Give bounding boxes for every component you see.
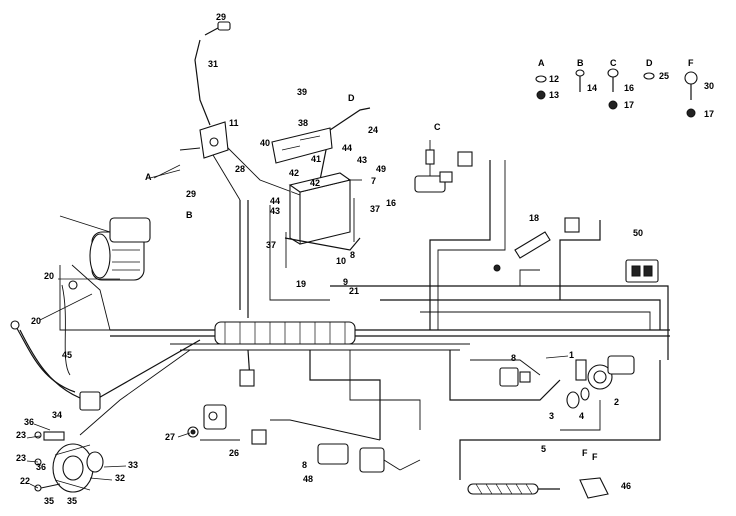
letter-f-diagram-1: F <box>582 448 588 458</box>
fuse-holder-18 <box>493 231 551 272</box>
callout-29-top: 29 <box>216 12 226 22</box>
callout-36-a: 36 <box>24 417 34 427</box>
callout-14: 14 <box>587 83 597 93</box>
callout-7: 7 <box>371 176 376 186</box>
callout-30: 30 <box>704 81 714 91</box>
callout-24: 24 <box>368 125 378 135</box>
letter-b-legend: B <box>577 58 584 68</box>
callout-8-c: 8 <box>302 460 307 470</box>
callout-2: 2 <box>614 397 619 407</box>
switch-26 <box>203 404 227 430</box>
spark-plug-wire <box>204 21 231 36</box>
battery-cover <box>271 127 333 164</box>
callout-28: 28 <box>235 164 245 174</box>
callout-17-b: 17 <box>704 109 714 119</box>
callout-44-b: 44 <box>270 196 280 206</box>
callout-43-b: 43 <box>270 206 280 216</box>
callout-18: 18 <box>529 213 539 223</box>
callout-16-a: 16 <box>386 198 396 208</box>
callout-23-a: 23 <box>16 430 26 440</box>
callout-numbers: 29 31 39 38 40 11 24 41 44 43 49 42 42 7… <box>16 12 714 506</box>
callout-31: 31 <box>208 59 218 69</box>
letter-b-diagram: B <box>186 210 193 220</box>
callout-16-b: 16 <box>624 83 634 93</box>
callout-26: 26 <box>229 448 239 458</box>
callout-25: 25 <box>659 71 669 81</box>
callout-42-a: 42 <box>289 168 299 178</box>
callout-32: 32 <box>115 473 125 483</box>
washer-27 <box>187 426 199 438</box>
callout-37-b: 37 <box>266 240 276 250</box>
letter-c-diagram: C <box>434 122 441 132</box>
harness-wires <box>59 39 670 480</box>
callout-41: 41 <box>311 154 321 164</box>
callout-44-a: 44 <box>342 143 352 153</box>
callout-27: 27 <box>165 432 175 442</box>
callout-34: 34 <box>52 410 62 420</box>
callout-22: 22 <box>20 476 30 486</box>
callout-38: 38 <box>298 118 308 128</box>
callout-45: 45 <box>62 350 72 360</box>
heater-wire <box>467 477 609 499</box>
letter-f-legend: F <box>688 58 694 68</box>
callout-35-b: 35 <box>44 496 54 506</box>
leader-lines <box>26 164 569 489</box>
hardware-legend <box>535 68 698 118</box>
solenoid-16 <box>414 140 446 193</box>
callout-39: 39 <box>297 87 307 97</box>
callout-5: 5 <box>541 444 546 454</box>
letter-f-diagram-2: F <box>592 452 598 462</box>
callout-letters: A B C D F A B D C F F <box>145 58 694 462</box>
letter-d-legend: D <box>646 58 653 68</box>
callout-4: 4 <box>579 411 584 421</box>
fuse-block-50 <box>625 259 659 283</box>
callout-9: 9 <box>343 277 348 287</box>
callout-20-b: 20 <box>31 316 41 326</box>
key-switch <box>575 355 635 390</box>
callout-10: 10 <box>336 256 346 266</box>
callout-33: 33 <box>128 460 138 470</box>
callout-40: 40 <box>260 138 270 148</box>
ignition-switch <box>149 121 229 179</box>
callout-1: 1 <box>569 350 574 360</box>
connector-left <box>79 369 267 445</box>
callout-3: 3 <box>549 411 554 421</box>
callout-36-b: 36 <box>36 462 46 472</box>
callout-19: 19 <box>296 279 306 289</box>
switch-nut <box>566 387 590 409</box>
callout-42-b: 42 <box>310 178 320 188</box>
callout-12: 12 <box>549 74 559 84</box>
starter-motor <box>59 215 151 281</box>
callout-29-b: 29 <box>186 189 196 199</box>
callout-43-a: 43 <box>357 155 367 165</box>
battery <box>284 172 361 268</box>
letter-a-diagram: A <box>145 172 152 182</box>
harness-45 <box>10 280 81 399</box>
letter-a-legend: A <box>538 58 545 68</box>
letter-c-legend: C <box>610 58 617 68</box>
connector-c <box>439 151 473 183</box>
callout-8-b: 8 <box>511 353 516 363</box>
harness-sleeve <box>214 321 356 345</box>
callout-21: 21 <box>349 286 359 296</box>
callout-49: 49 <box>376 164 386 174</box>
callout-20-a: 20 <box>44 271 54 281</box>
callout-35-a: 35 <box>67 496 77 506</box>
callout-50: 50 <box>633 228 643 238</box>
callout-23-b: 23 <box>16 453 26 463</box>
callout-8-a: 8 <box>350 250 355 260</box>
connector-6 <box>499 367 531 387</box>
callout-17-a: 17 <box>624 100 634 110</box>
callout-13: 13 <box>549 90 559 100</box>
connector-plug-top <box>564 217 580 233</box>
callout-48: 48 <box>303 474 313 484</box>
safety-switch-48 <box>317 443 401 473</box>
letter-d-diagram: D <box>348 93 355 103</box>
callout-11: 11 <box>229 118 239 128</box>
magneto <box>43 431 104 493</box>
callout-37-a: 37 <box>370 204 380 214</box>
callout-46: 46 <box>621 481 631 491</box>
